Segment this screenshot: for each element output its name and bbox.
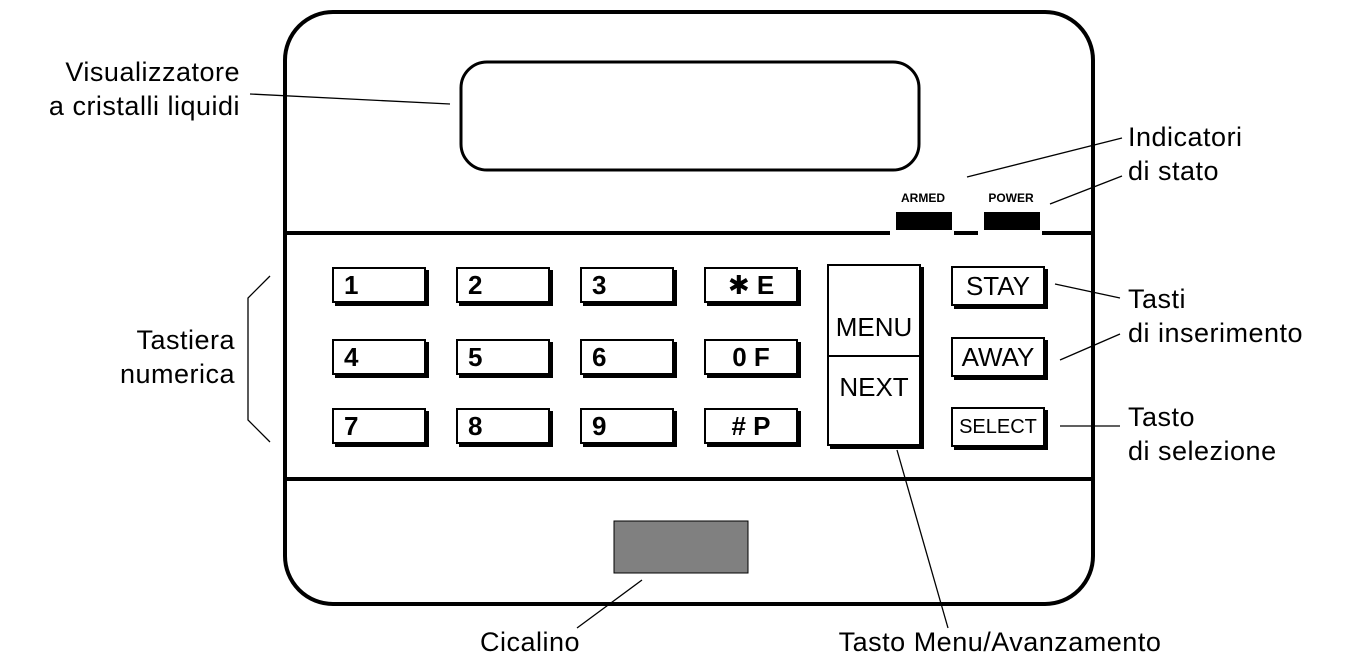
key-6[interactable]: 6 xyxy=(580,339,674,375)
menu-next-divider xyxy=(829,355,919,357)
key-4-label: 4 xyxy=(344,342,359,372)
select-button-label: SELECT xyxy=(959,416,1037,438)
key-0-f[interactable]: 0 F xyxy=(704,339,798,375)
leader-menu xyxy=(896,449,949,629)
key-star-e[interactable]: ✱ E xyxy=(704,267,798,303)
label-display: Visualizzatore a cristalli liquidi xyxy=(49,55,240,123)
key-8[interactable]: 8 xyxy=(456,408,550,444)
label-select-line2: di selezione xyxy=(1128,436,1277,466)
key-star-e-label: ✱ E xyxy=(727,270,775,300)
buzzer xyxy=(613,520,749,574)
key-9-label: 9 xyxy=(592,411,607,441)
label-keypad-line1: Tastiera xyxy=(136,325,235,355)
select-button[interactable]: SELECT xyxy=(951,407,1045,447)
label-keypad-line2: numerica xyxy=(119,359,235,389)
leader-status-power xyxy=(1049,175,1123,205)
keypad-bracket xyxy=(247,275,271,443)
menu-next-key[interactable]: MENU NEXT xyxy=(827,264,921,446)
leader-away xyxy=(1059,333,1121,361)
key-1[interactable]: 1 xyxy=(332,267,426,303)
label-display-line1: Visualizzatore xyxy=(65,57,240,87)
key-7-label: 7 xyxy=(344,411,359,441)
key-6-label: 6 xyxy=(592,342,607,372)
lcd-display xyxy=(459,60,921,172)
stay-button-label: STAY xyxy=(965,271,1031,301)
leader-buzzer xyxy=(576,579,643,629)
key-0-f-label: 0 F xyxy=(732,342,770,372)
label-select-line1: Tasto xyxy=(1128,402,1196,432)
key-1-label: 1 xyxy=(344,270,359,300)
power-indicator-label: POWER xyxy=(988,191,1034,205)
label-buzzer: Cicalino xyxy=(479,627,581,657)
key-9[interactable]: 9 xyxy=(580,408,674,444)
leader-display xyxy=(249,93,451,105)
key-8-label: 8 xyxy=(468,411,483,441)
key-5[interactable]: 5 xyxy=(456,339,550,375)
key-4[interactable]: 4 xyxy=(332,339,426,375)
key-5-label: 5 xyxy=(468,342,483,372)
key-2-label: 2 xyxy=(468,270,483,300)
label-status-line1: Indicatori xyxy=(1128,122,1243,152)
key-3[interactable]: 3 xyxy=(580,267,674,303)
away-button[interactable]: AWAY xyxy=(951,337,1045,377)
menu-key-label: MENU xyxy=(835,312,913,342)
label-status: Indicatori di stato xyxy=(1128,120,1243,188)
label-arming-line1: Tasti xyxy=(1128,284,1187,314)
label-keypad: Tastiera numerica xyxy=(120,323,235,391)
armed-indicator xyxy=(896,212,952,230)
key-2[interactable]: 2 xyxy=(456,267,550,303)
label-arming-line2: di inserimento xyxy=(1128,318,1304,348)
label-display-line2: a cristalli liquidi xyxy=(48,91,240,121)
key-hash-p-label: # P xyxy=(731,411,771,441)
key-hash-p[interactable]: # P xyxy=(704,408,798,444)
leader-stay xyxy=(1054,283,1121,299)
power-indicator xyxy=(984,212,1040,230)
armed-indicator-label: ARMED xyxy=(901,191,945,205)
leader-status-armed xyxy=(966,137,1123,178)
label-status-line2: di stato xyxy=(1128,156,1220,186)
away-button-label: AWAY xyxy=(961,342,1035,372)
key-7[interactable]: 7 xyxy=(332,408,426,444)
key-3-label: 3 xyxy=(592,270,607,300)
stay-button[interactable]: STAY xyxy=(951,266,1045,306)
label-arming: Tasti di inserimento xyxy=(1128,282,1303,350)
label-select: Tasto di selezione xyxy=(1128,400,1277,468)
label-menu-key: Tasto Menu/Avanzamento xyxy=(838,627,1162,657)
next-key-label: NEXT xyxy=(839,372,909,402)
